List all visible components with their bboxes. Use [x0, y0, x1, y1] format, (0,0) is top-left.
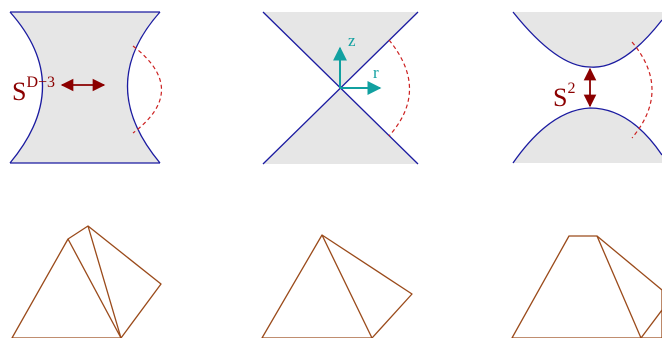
polytope-middle-diagonal	[321, 234, 373, 338]
lower-cap-boundary	[512, 107, 662, 164]
dashed-arc-right	[631, 41, 653, 139]
polytope-middle-outline	[261, 234, 413, 338]
polytope-left	[11, 225, 162, 338]
neck-left-boundary	[9, 11, 44, 164]
polytope-right-inner	[640, 309, 662, 338]
polytope-right	[511, 235, 662, 338]
polytope-left-inner	[87, 225, 122, 338]
upper-cap-boundary	[512, 11, 662, 68]
sphere-label-left: SD−3	[12, 74, 55, 106]
neck-right-boundary	[126, 11, 161, 164]
dashed-arc-middle	[388, 39, 410, 137]
cone-lower-region	[263, 88, 418, 164]
panel-right: S2	[512, 11, 662, 164]
polytope-right-outline	[511, 235, 662, 338]
sphere-label-right: S2	[553, 80, 575, 112]
dashed-arc-left	[132, 45, 163, 134]
lower-cap-region	[513, 108, 662, 163]
polytope-left-outline	[11, 225, 162, 338]
sphere-label-right-base: S	[553, 83, 567, 112]
polytope-left-diagonal	[67, 238, 122, 338]
sphere-label-right-sup: 2	[567, 80, 575, 97]
panel-middle: z r	[262, 11, 419, 165]
polytope-middle	[261, 234, 413, 338]
upper-cap-region	[513, 12, 662, 68]
polytope-right-diagonal	[596, 235, 642, 338]
sphere-label-left-sup: D−3	[26, 74, 55, 91]
r-axis-label: r	[373, 63, 379, 82]
z-axis-label: z	[348, 31, 356, 50]
sphere-label-left-base: S	[12, 77, 26, 106]
panel-left: SD−3	[9, 11, 163, 164]
